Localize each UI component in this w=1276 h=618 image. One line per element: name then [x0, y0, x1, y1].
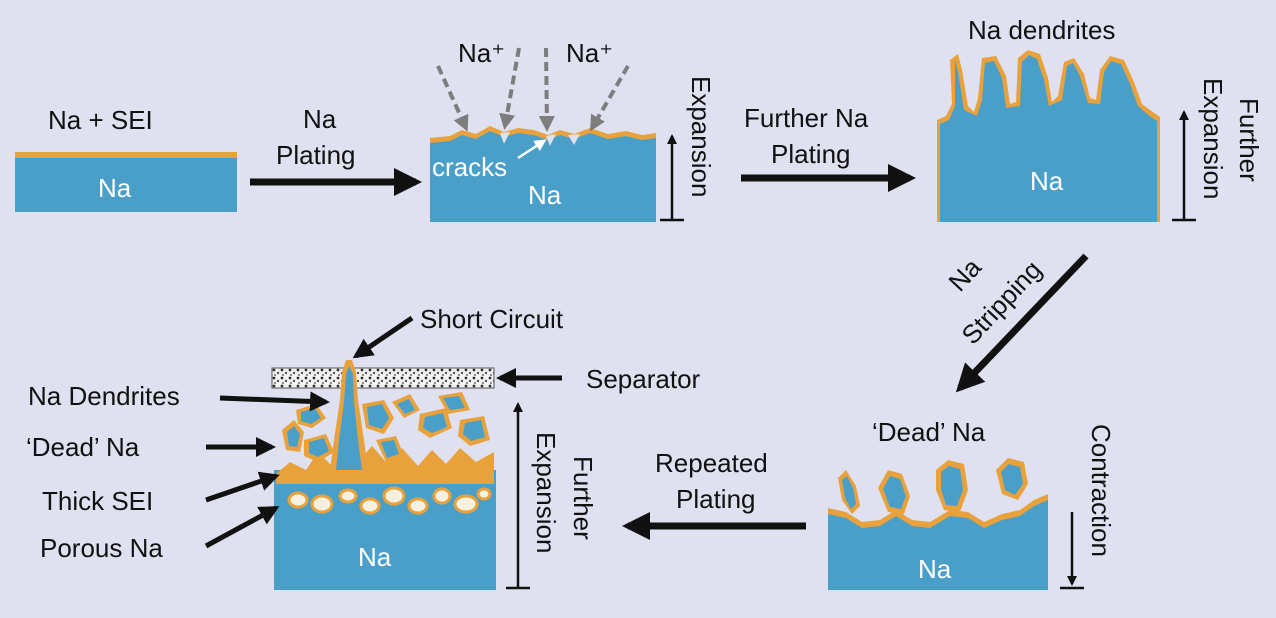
dead-na-label: ‘Dead’ Na	[26, 432, 140, 462]
pore	[338, 488, 358, 504]
pore	[287, 491, 309, 509]
panel-4-dead-na: ‘Dead’ Na Na Contraction	[828, 417, 1116, 590]
crack-mark	[568, 134, 580, 145]
na-ion-arrow	[589, 64, 630, 132]
pore	[453, 494, 479, 514]
dead-na-core	[287, 426, 300, 447]
sei-layer	[15, 152, 237, 158]
dead-na-core	[397, 399, 415, 414]
porous-na-pointer	[204, 505, 280, 549]
na-ion-arrow	[538, 47, 555, 132]
dead-na-core	[842, 476, 856, 509]
pore	[407, 497, 429, 515]
short-circuit-pointer	[352, 315, 414, 359]
na-dendrites-pointer	[219, 391, 330, 412]
pore	[432, 487, 452, 505]
na-dendrite-core	[336, 366, 362, 470]
na-ion-label-right: Na⁺	[566, 38, 613, 68]
step-2-label-line1: Further Na	[744, 103, 869, 133]
step-1-label-line1: Na	[303, 104, 337, 134]
contraction-label: Contraction	[1086, 424, 1116, 557]
further-expansion-line1: Further	[568, 456, 598, 540]
panel-1-label: Na + SEI	[48, 105, 153, 135]
pore	[476, 487, 492, 501]
dead-na-core	[301, 408, 321, 424]
panel-3-dendrites: Na dendrites Na Further Expansion	[937, 15, 1264, 222]
step-1-label-line2: Plating	[276, 140, 356, 170]
cracks-pointer-arrow	[517, 139, 547, 160]
step-4-repeated-plating: Repeated Plating	[622, 448, 806, 540]
further-expansion-line2: Expansion	[1198, 78, 1228, 199]
thick-sei-pointer	[205, 471, 280, 503]
step-2-further-plating: Further Na Plating	[741, 103, 916, 192]
na-ion-label-left: Na⁺	[458, 38, 505, 68]
na-slab	[430, 131, 656, 222]
step-3-stripping: Na Stripping	[942, 252, 1089, 393]
step-3-label-line1: Na	[942, 252, 987, 297]
dead-na-core	[381, 440, 399, 458]
expansion-label: Expansion	[686, 76, 716, 197]
further-expansion-line1: Further	[1234, 98, 1264, 182]
cracks-label: cracks	[432, 152, 507, 182]
panel-1-na-label: Na	[98, 173, 132, 203]
dead-na-core	[883, 476, 906, 509]
crack-mark	[500, 132, 510, 144]
further-expansion-line2: Expansion	[531, 432, 561, 553]
panel-2-plating: Na⁺ Na⁺ cracks Na Expansion	[430, 38, 716, 222]
crack-mark	[546, 134, 556, 146]
thick-sei	[276, 446, 494, 488]
dead-na-core	[423, 413, 447, 433]
dead-na-core	[367, 404, 389, 429]
thick-sei-label: Thick SEI	[42, 486, 153, 516]
na-dendrites-label: Na Dendrites	[28, 381, 180, 411]
separator	[271, 367, 495, 389]
panel-4-title: ‘Dead’ Na	[872, 417, 986, 447]
pore	[382, 486, 406, 506]
na-ion-arrow	[436, 65, 469, 132]
step-4-label-line1: Repeated	[655, 448, 768, 478]
dead-na-core	[443, 396, 465, 410]
na-ion-arrow	[499, 47, 521, 130]
pore	[359, 497, 381, 515]
dead-na-core	[941, 466, 963, 506]
panel-4-na-label: Na	[918, 554, 952, 584]
dead-na-core	[309, 438, 329, 457]
dead-na-core	[463, 420, 485, 441]
separator-label: Separator	[586, 364, 701, 394]
dead-na-fragments	[282, 392, 490, 462]
pore	[310, 494, 334, 514]
panel-3-na-label: Na	[1030, 166, 1064, 196]
panel-1-pristine-na: Na + SEI Na	[15, 105, 237, 212]
dead-na-core	[1001, 464, 1023, 495]
porous-na-label: Porous Na	[40, 533, 163, 563]
step-1-plating: Na Plating	[250, 104, 422, 196]
panel-2-na-label: Na	[528, 180, 562, 210]
step-2-label-line2: Plating	[771, 139, 851, 169]
na-dendrite-body	[940, 55, 1157, 222]
panel-3-title: Na dendrites	[968, 15, 1115, 45]
short-circuit-label: Short Circuit	[420, 304, 564, 334]
na-slab	[828, 500, 1048, 590]
pores	[287, 486, 492, 515]
panel-5-na-label: Na	[358, 542, 392, 572]
na-slab	[15, 158, 237, 212]
step-3-arrow	[955, 253, 1089, 393]
panel-5-failure-state: Na Short Circuit Separator Na Dendrites …	[26, 304, 701, 590]
step-4-label-line2: Plating	[676, 484, 756, 514]
